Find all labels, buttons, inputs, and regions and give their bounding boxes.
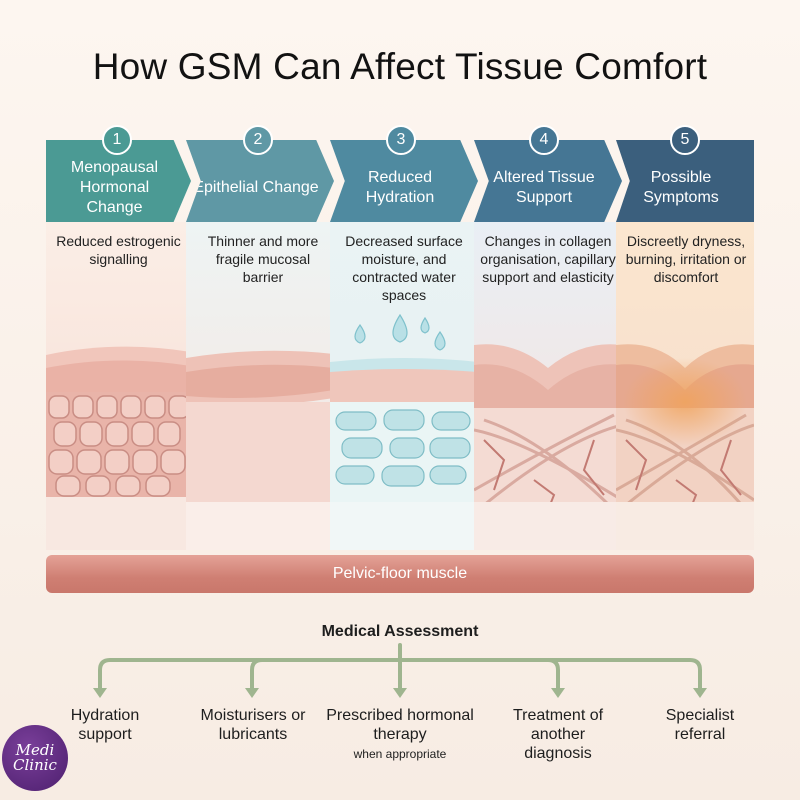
option-specialist-referral: Specialist referral: [650, 706, 750, 744]
option-moisturisers: Moisturisers or lubricants: [192, 706, 314, 744]
step-column-5: Possible Symptoms Discreetly dryness, bu…: [616, 140, 754, 550]
tissue-illustration-1: [46, 222, 191, 550]
step-number-3: 3: [386, 125, 416, 155]
tissue-illustration-3: [330, 222, 478, 550]
option-label-3: Prescribed hormonal therapy: [326, 707, 474, 743]
step-description-2: Thinner and more fragile mucosal barrier: [207, 233, 319, 285]
step-number-5: 5: [670, 125, 700, 155]
pelvic-floor-muscle-label: Pelvic-floor muscle: [332, 565, 468, 582]
option-label-4: Treatment of another diagnosis: [512, 707, 604, 762]
step-description-3: Decreased surface moisture, and contract…: [345, 233, 463, 303]
tissue-illustration-4: [474, 222, 622, 550]
step-column-1: Menopausal Hormonal Change Reduced estro…: [46, 140, 191, 550]
mediclinic-logo: Medi Clinic: [2, 725, 68, 791]
step-column-2: Epithelial Change Thinner and more fragi…: [186, 140, 334, 550]
option-label-1: Hydration support: [70, 707, 140, 743]
step-number-1: 1: [102, 125, 132, 155]
page-title: How GSM Can Affect Tissue Comfort: [92, 46, 708, 87]
step-column-4: Altered Tissue Support Changes in collag…: [474, 140, 622, 550]
tissue-illustration-5: [616, 222, 754, 550]
step-description-1: Reduced estrogenic signalling: [56, 233, 181, 267]
option-another-diagnosis: Treatment of another diagnosis: [500, 706, 616, 763]
option-hydration-support: Hydration support: [50, 706, 160, 744]
logo-line-1: Medi: [15, 741, 55, 759]
pelvic-floor-muscle-band: Pelvic-floor muscle: [46, 555, 754, 593]
option-hormonal-therapy: Prescribed hormonal therapy when appropri…: [325, 706, 475, 764]
logo-line-2: Clinic: [13, 756, 57, 774]
option-label-5: Specialist referral: [665, 707, 735, 743]
option-note-3: when appropriate: [353, 747, 447, 761]
step-description-5: Discreetly dryness, burning, irritation …: [625, 233, 747, 285]
step-number-2: 2: [243, 125, 273, 155]
step-description-4: Changes in collagen organisation, capill…: [480, 233, 616, 285]
step-column-3: Reduced Hydration Decreased surface mois…: [330, 140, 478, 550]
tissue-illustration-2: [186, 222, 334, 550]
step-number-4: 4: [529, 125, 559, 155]
option-label-2: Moisturisers or lubricants: [200, 707, 306, 743]
step-header-4: Altered Tissue Support: [474, 140, 622, 222]
medical-assessment-title: Medical Assessment: [321, 623, 479, 640]
